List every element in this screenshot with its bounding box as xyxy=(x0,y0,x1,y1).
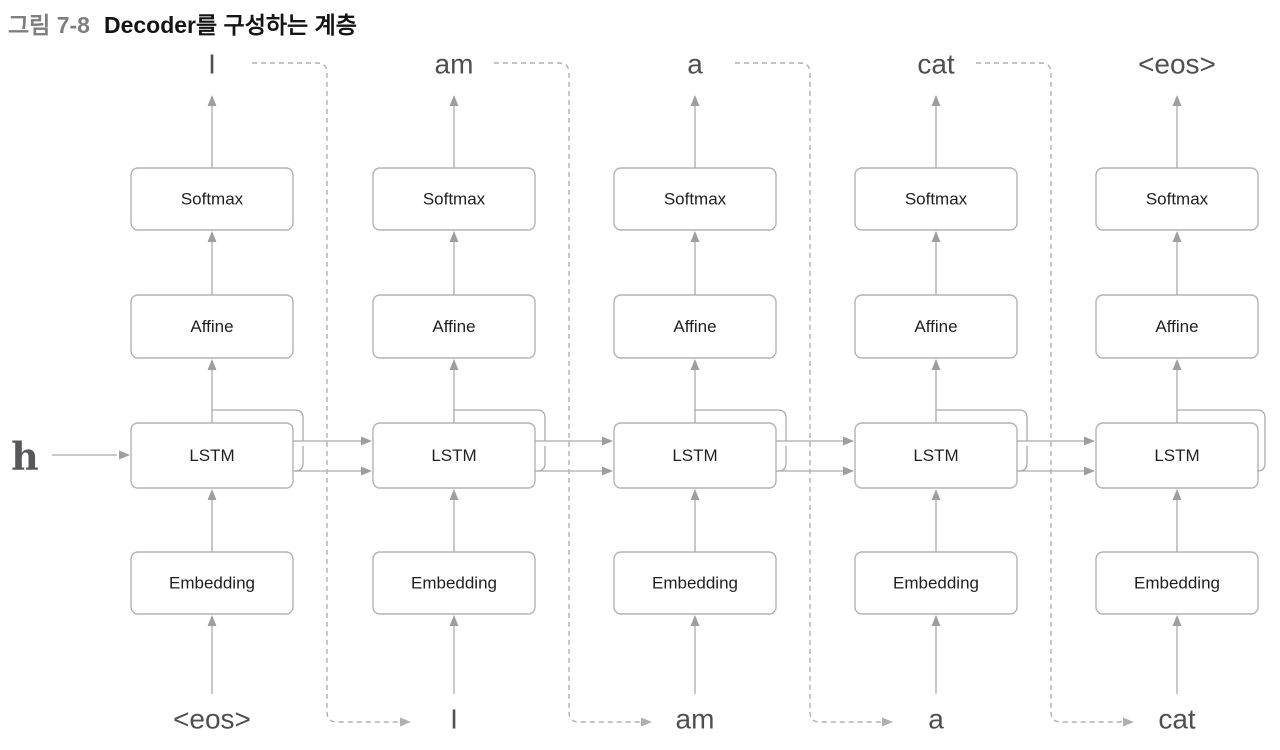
col1-arrowhead-input-to-embedding xyxy=(207,615,217,626)
col3-arrowhead-lstm-to-affine xyxy=(690,359,700,370)
col3-feedback-arrowhead xyxy=(882,717,893,727)
col3-arrowhead-embedding-to-lstm xyxy=(690,489,700,500)
col3-state-branch-lower xyxy=(777,446,787,472)
col4-arrowhead-affine-to-softmax xyxy=(931,231,941,242)
col3-arrowhead-softmax-to-output xyxy=(690,95,700,106)
col2-hidden-state-arrowhead xyxy=(602,436,613,446)
col3-lstm-label: LSTM xyxy=(672,446,717,465)
col2-arrowhead-affine-to-softmax xyxy=(449,231,459,242)
col1-output-word: I xyxy=(208,49,216,80)
h-state-label: h xyxy=(11,434,39,479)
col3-hidden-state-arrowhead xyxy=(843,436,854,446)
figure-caption: Decoder를 구성하는 계층 xyxy=(103,12,357,38)
col2-feedback-arrowhead xyxy=(641,717,652,727)
col4-hidden-state-arrowhead xyxy=(1084,436,1095,446)
col3-embedding-label: Embedding xyxy=(652,574,738,593)
col3-feedback-dashed-line xyxy=(735,62,881,723)
col3-output-word: a xyxy=(687,49,703,80)
col3-input-word: am xyxy=(676,704,715,735)
col2-arrowhead-input-to-embedding xyxy=(449,615,459,626)
col5-arrowhead-input-to-embedding xyxy=(1172,615,1182,626)
col2-arrowhead-softmax-to-output xyxy=(449,95,459,106)
col5-arrowhead-softmax-to-output xyxy=(1172,95,1182,106)
col2-input-word: I xyxy=(450,704,458,735)
col5-affine-label: Affine xyxy=(1155,317,1198,336)
col4-cell-state-arrowhead xyxy=(1084,466,1095,476)
col5-input-word: cat xyxy=(1158,704,1196,735)
col4-embedding-label: Embedding xyxy=(893,574,979,593)
col4-lstm-label: LSTM xyxy=(913,446,958,465)
col4-state-branch-lower xyxy=(1018,446,1028,472)
figure-title: 그림 7-8 Decoder를 구성하는 계층 xyxy=(8,6,357,40)
col3-cell-state-arrowhead xyxy=(843,466,854,476)
col5-embedding-label: Embedding xyxy=(1134,574,1220,593)
col4-state-branch-upper xyxy=(936,409,1028,441)
col3-state-branch-upper xyxy=(695,409,787,441)
col5-softmax-label: Softmax xyxy=(1146,190,1209,209)
col1-arrowhead-lstm-to-affine xyxy=(207,359,217,370)
col2-feedback-dashed-line xyxy=(494,62,640,723)
col1-arrowhead-embedding-to-lstm xyxy=(207,489,217,500)
col2-affine-label: Affine xyxy=(432,317,475,336)
col4-output-word: cat xyxy=(917,49,955,80)
col4-softmax-label: Softmax xyxy=(905,190,968,209)
col4-feedback-dashed-line xyxy=(976,62,1122,723)
col5-arrowhead-lstm-to-affine xyxy=(1172,359,1182,370)
col2-state-branch-lower xyxy=(536,446,546,472)
col2-arrowhead-lstm-to-affine xyxy=(449,359,459,370)
col1-feedback-arrowhead xyxy=(400,717,411,727)
col1-affine-label: Affine xyxy=(190,317,233,336)
col5-output-word: <eos> xyxy=(1138,49,1216,80)
col1-feedback-dashed-line xyxy=(252,62,399,723)
col5-lstm-label: LSTM xyxy=(1154,446,1199,465)
col1-arrowhead-affine-to-softmax xyxy=(207,231,217,242)
col4-arrowhead-softmax-to-output xyxy=(931,95,941,106)
col5-state-loop xyxy=(1177,409,1266,472)
col4-arrowhead-embedding-to-lstm xyxy=(931,489,941,500)
col2-lstm-label: LSTM xyxy=(431,446,476,465)
col3-affine-label: Affine xyxy=(673,317,716,336)
col5-arrowhead-embedding-to-lstm xyxy=(1172,489,1182,500)
col1-embedding-label: Embedding xyxy=(169,574,255,593)
col1-state-branch-lower xyxy=(294,446,304,472)
col2-softmax-label: Softmax xyxy=(423,190,486,209)
col1-arrowhead-softmax-to-output xyxy=(207,95,217,106)
col2-output-word: am xyxy=(435,49,474,80)
col2-arrowhead-embedding-to-lstm xyxy=(449,489,459,500)
h-state-arrowhead xyxy=(119,450,130,460)
col1-input-word: <eos> xyxy=(173,704,251,735)
col3-arrowhead-affine-to-softmax xyxy=(690,231,700,242)
col4-feedback-arrowhead xyxy=(1123,717,1134,727)
col4-affine-label: Affine xyxy=(914,317,957,336)
col1-cell-state-arrowhead xyxy=(361,466,372,476)
col5-arrowhead-affine-to-softmax xyxy=(1172,231,1182,242)
col2-state-branch-upper xyxy=(454,409,546,441)
col4-input-word: a xyxy=(928,704,944,735)
col1-softmax-label: Softmax xyxy=(181,190,244,209)
col1-hidden-state-arrowhead xyxy=(361,436,372,446)
col1-lstm-label: LSTM xyxy=(189,446,234,465)
col2-embedding-label: Embedding xyxy=(411,574,497,593)
col1-state-branch-upper xyxy=(212,409,304,441)
col4-arrowhead-lstm-to-affine xyxy=(931,359,941,370)
col2-cell-state-arrowhead xyxy=(602,466,613,476)
col3-softmax-label: Softmax xyxy=(664,190,727,209)
col3-arrowhead-input-to-embedding xyxy=(690,615,700,626)
figure-number-label: 그림 7-8 xyxy=(8,12,90,38)
col4-arrowhead-input-to-embedding xyxy=(931,615,941,626)
